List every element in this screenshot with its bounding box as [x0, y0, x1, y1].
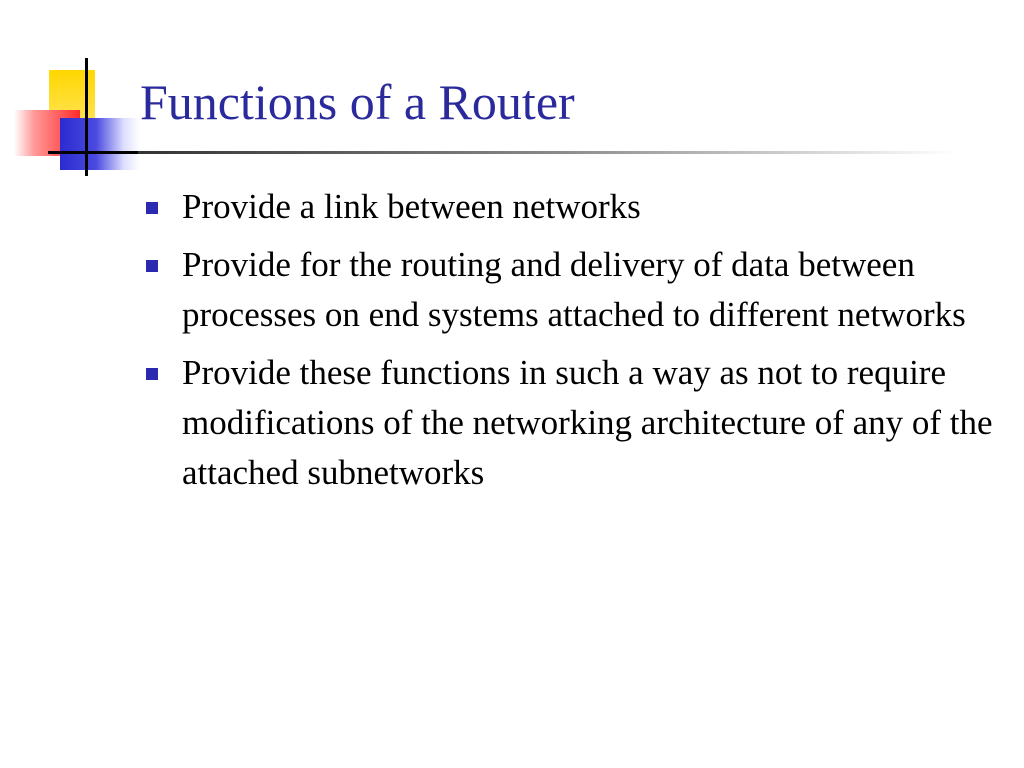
corner-squares-decoration	[0, 0, 160, 190]
bullet-list: Provide a link between networks Provide …	[140, 182, 1010, 506]
square-bullet-icon	[146, 202, 158, 214]
slide-title: Functions of a Router	[140, 74, 575, 130]
bullet-text: Provide a link between networks	[182, 187, 641, 226]
square-bullet-icon	[146, 260, 158, 272]
bullet-text: Provide these functions in such a way as…	[182, 353, 993, 492]
vertical-line-decoration	[85, 58, 88, 176]
blue-square-decoration	[60, 118, 140, 170]
bullet-item: Provide for the routing and delivery of …	[140, 240, 1010, 340]
bullet-text: Provide for the routing and delivery of …	[182, 245, 966, 334]
title-underline-rule	[138, 151, 958, 154]
horizontal-line-decoration	[48, 151, 140, 154]
square-bullet-icon	[146, 368, 158, 380]
bullet-item: Provide these functions in such a way as…	[140, 348, 1010, 498]
bullet-item: Provide a link between networks	[140, 182, 1010, 232]
